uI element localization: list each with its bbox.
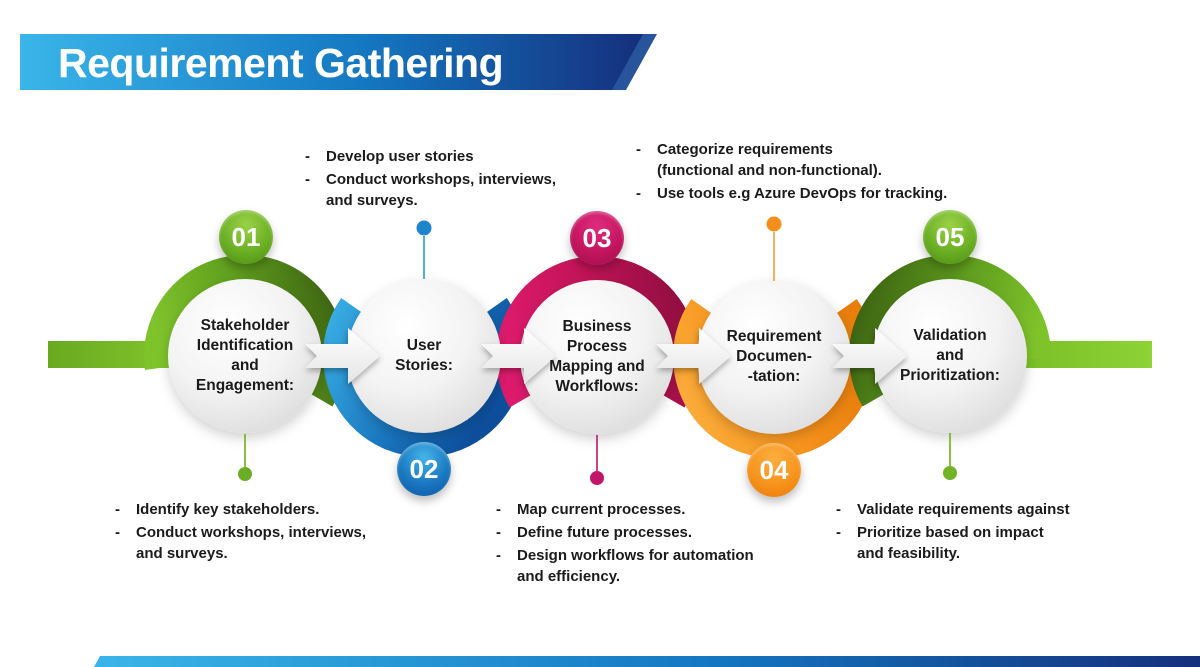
bullet-item: - Conduct workshops, interviews, and sur… <box>305 169 595 211</box>
bullets-below-step-3: - Map current processes. - Define future… <box>496 499 796 589</box>
step4-number-badge: 04 <box>747 443 801 497</box>
step5-number-badge: 05 <box>923 210 977 264</box>
bullet-dash: - <box>496 501 501 518</box>
bullet-text: Conduct workshops, interviews, and surve… <box>326 171 557 209</box>
bullets-above-step-2: - Develop user stories - Conduct worksho… <box>305 146 595 213</box>
bullet-text: Define future processes. <box>517 524 693 541</box>
bullet-text: Map current processes. <box>517 501 686 518</box>
step3-circle <box>520 280 674 434</box>
bullet-dash: - <box>115 524 120 541</box>
bullet-text: Categorize requirements (functional and … <box>657 141 882 179</box>
bullet-item: - Prioritize based on impact and feasibi… <box>836 522 1116 564</box>
bullet-dash: - <box>115 501 120 518</box>
step2-circle <box>347 279 501 433</box>
bullet-text: Develop user stories <box>326 148 474 165</box>
flow-arrow-2-icon <box>481 328 556 384</box>
bullets-below-step-1: - Identify key stakeholders. - Conduct w… <box>115 499 405 566</box>
flow-arrow-1-icon <box>305 328 380 384</box>
bullet-text: Prioritize based on impact and feasibili… <box>857 524 1044 562</box>
bullet-text: Conduct workshops, interviews, and surve… <box>136 524 367 562</box>
step2-dot <box>416 220 432 236</box>
bullet-dash: - <box>836 524 841 541</box>
bullets-above-step-4: - Categorize requirements (functional an… <box>636 139 966 206</box>
bullet-dash: - <box>636 185 641 202</box>
bullet-item: - Define future processes. <box>496 522 796 543</box>
step1-dot <box>238 467 252 481</box>
bullet-dash: - <box>305 171 310 188</box>
bullet-dash: - <box>636 141 641 158</box>
bullet-item: - Map current processes. <box>496 499 796 520</box>
bullets-below-step-5: - Validate requirements against - Priori… <box>836 499 1116 566</box>
bullet-dash: - <box>305 148 310 165</box>
bullet-item: - Conduct workshops, interviews, and sur… <box>115 522 405 564</box>
bullet-text: Identify key stakeholders. <box>136 501 320 518</box>
bullet-dash: - <box>496 524 501 541</box>
flow-arrow-4-icon <box>832 328 907 384</box>
title-banner <box>20 34 643 90</box>
bullet-item: - Use tools e.g Azure DevOps for trackin… <box>636 183 966 204</box>
step4-circle <box>697 280 851 434</box>
step1-number-badge: 01 <box>219 210 273 264</box>
page-title: Requirement Gathering <box>58 39 504 86</box>
step2-number-badge: 02 <box>397 442 451 496</box>
bullet-text: Use tools e.g Azure DevOps for tracking. <box>657 185 948 202</box>
bullet-item: - Design workflows for automation and ef… <box>496 545 796 587</box>
step5-dot <box>943 466 957 480</box>
bottom-accent-bar <box>94 656 1200 667</box>
bullet-text: Validate requirements against <box>857 501 1070 518</box>
bullet-item: - Identify key stakeholders. <box>115 499 405 520</box>
bullet-item: - Develop user stories <box>305 146 595 167</box>
step3-dot <box>590 471 604 485</box>
step5-circle <box>873 279 1027 433</box>
bullet-item: - Validate requirements against <box>836 499 1116 520</box>
bullet-text: Design workflows for automation and effi… <box>517 547 754 585</box>
bullet-item: - Categorize requirements (functional an… <box>636 139 966 181</box>
bullet-dash: - <box>496 547 501 564</box>
step1-circle <box>168 279 322 433</box>
step4-dot <box>766 216 782 232</box>
step3-number-badge: 03 <box>570 211 624 265</box>
flow-arrow-3-icon <box>656 328 731 384</box>
bullet-dash: - <box>836 501 841 518</box>
